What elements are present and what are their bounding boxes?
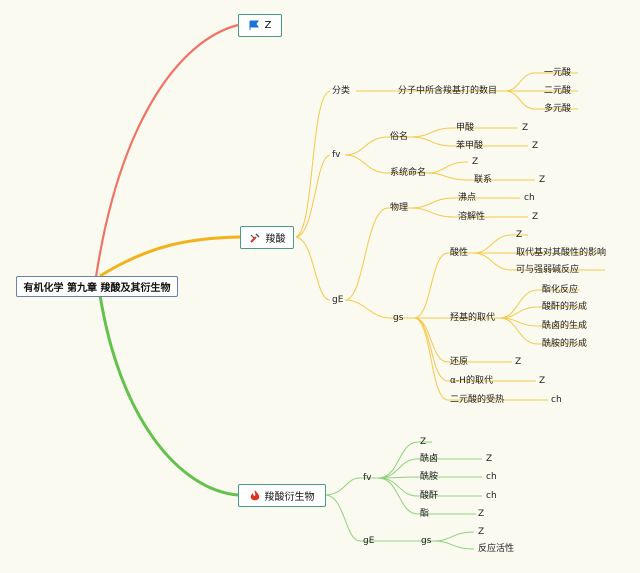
branch-carboxylic-label: 羧酸 [265, 234, 286, 245]
acyl-halide[interactable]: 酰卤 [420, 454, 439, 464]
solubility-value[interactable]: Z [532, 212, 539, 222]
derivatives-connectors [324, 441, 482, 550]
ester[interactable]: 酯 [420, 509, 430, 519]
solubility[interactable]: 溶解性 [458, 212, 486, 222]
anhydride[interactable]: 酸酐 [420, 491, 439, 501]
acidity-z[interactable]: Z [516, 230, 523, 240]
reduction-value[interactable]: Z [515, 357, 522, 367]
connector-root-carboxylic [99, 235, 241, 278]
diacid-heating-value[interactable]: ch [551, 395, 562, 405]
connector-root-z [94, 23, 239, 278]
branch-carboxylic-node[interactable]: 羧酸 [240, 226, 294, 249]
ge-node[interactable]: gE [332, 295, 344, 305]
formic-acid-value[interactable]: Z [522, 123, 529, 133]
systematic-name-node[interactable]: 系统命名 [390, 168, 427, 178]
root-label: 有机化学 第九章 羧酸及其衍生物 [23, 283, 171, 294]
derivatives-z[interactable]: Z [420, 437, 427, 447]
acyl-halide-formation[interactable]: 酰卤的生成 [542, 321, 588, 331]
relation-value[interactable]: Z [539, 175, 546, 185]
relation-node[interactable]: 联系 [474, 175, 493, 185]
base-reaction[interactable]: 可与强弱碱反应 [516, 265, 580, 275]
fv-node[interactable]: fv [332, 150, 341, 160]
connector-root-derivatives [98, 294, 239, 497]
branch-z-label: Z [264, 20, 272, 31]
anhydride-value[interactable]: ch [486, 491, 497, 501]
gs-node[interactable]: gs [393, 313, 404, 323]
systematic-z[interactable]: Z [472, 157, 479, 167]
acid-type-mono[interactable]: 一元酸 [544, 68, 572, 78]
alpha-h-value[interactable]: Z [539, 376, 546, 386]
carboxylic-connectors [295, 72, 605, 401]
physical-node[interactable]: 物理 [390, 203, 409, 213]
amide-formation[interactable]: 酰胺的形成 [542, 339, 588, 349]
root-node[interactable]: 有机化学 第九章 羧酸及其衍生物 [16, 276, 178, 297]
branch-derivatives-node[interactable]: 羧酸衍生物 [238, 484, 326, 507]
flag-icon [249, 20, 260, 31]
boiling-point[interactable]: 沸点 [458, 193, 477, 203]
tools-icon [249, 232, 261, 244]
branch-z-node[interactable]: Z [238, 14, 282, 37]
diacid-heating-node[interactable]: 二元酸的受热 [450, 395, 505, 405]
esterification[interactable]: 酯化反应 [542, 285, 579, 295]
amide[interactable]: 酰胺 [420, 472, 439, 482]
classification-node[interactable]: 分类 [332, 86, 351, 96]
classification-criterion[interactable]: 分子中所含羧基打的数目 [398, 86, 498, 96]
benzoic-acid[interactable]: 苯甲酸 [456, 141, 484, 151]
acid-type-poly[interactable]: 多元酸 [544, 104, 572, 114]
derivatives-gs-z[interactable]: Z [478, 527, 485, 537]
derivatives-fv-node[interactable]: fv [363, 473, 372, 483]
branch-derivatives-label: 羧酸衍生物 [264, 492, 315, 503]
anhydride-formation[interactable]: 酸酐的形成 [542, 302, 588, 312]
acid-type-di[interactable]: 二元酸 [544, 86, 572, 96]
acyl-halide-value[interactable]: Z [486, 454, 493, 464]
derivatives-gs-node[interactable]: gs [421, 536, 432, 546]
derivatives-ge-node[interactable]: gE [363, 536, 375, 546]
common-name-node[interactable]: 俗名 [390, 132, 409, 142]
boiling-point-value[interactable]: ch [524, 193, 535, 203]
alpha-h-node[interactable]: α-H的取代 [450, 376, 493, 386]
acidity-node[interactable]: 酸性 [450, 248, 469, 258]
hydroxyl-substitution-node[interactable]: 羟基的取代 [450, 313, 496, 323]
ester-value[interactable]: Z [478, 509, 485, 519]
fire-icon [250, 489, 260, 502]
reduction-node[interactable]: 还原 [450, 357, 469, 367]
reactivity[interactable]: 反应活性 [478, 544, 515, 554]
amide-value[interactable]: ch [486, 472, 497, 482]
formic-acid[interactable]: 甲酸 [456, 123, 475, 133]
benzoic-acid-value[interactable]: Z [532, 141, 539, 151]
substituent-effect[interactable]: 取代基对其酸性的影响 [516, 248, 607, 258]
